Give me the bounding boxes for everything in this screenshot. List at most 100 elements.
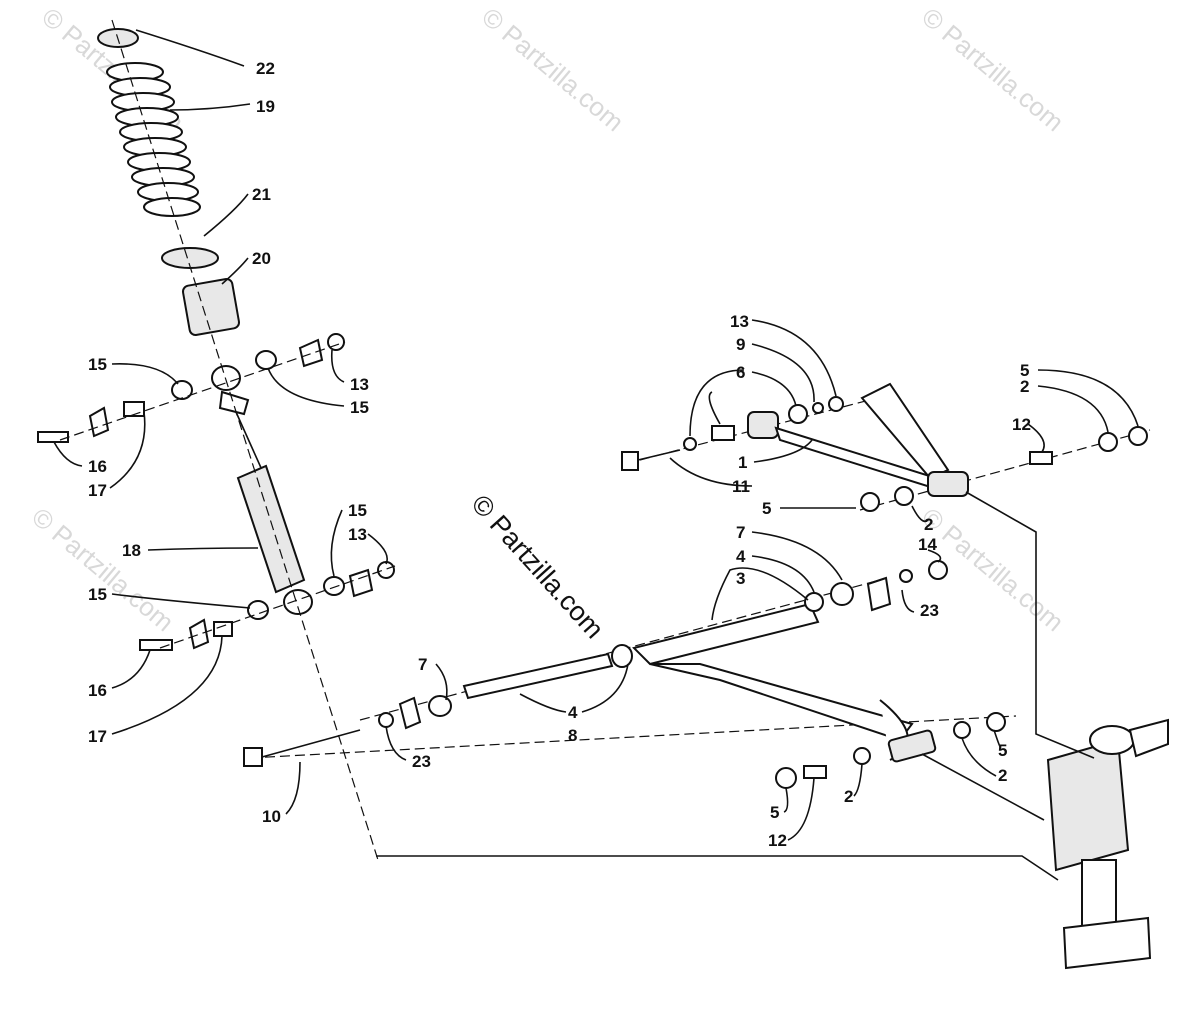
callout-2-a: 2 — [1020, 377, 1029, 396]
callout-2-c: 2 — [998, 766, 1007, 785]
a-arm-front-pivot — [747, 411, 779, 439]
callout-21: 21 — [252, 185, 271, 204]
spindle-base — [1062, 916, 1152, 970]
nut-part-13-lower — [377, 561, 395, 579]
watermark-center: © Partzilla.com — [466, 489, 610, 644]
callout-15-c: 15 — [348, 501, 367, 520]
callout-23-b: 23 — [920, 601, 939, 620]
assembly-line-shock-spindle — [376, 855, 1059, 881]
bolt-part-16-upper — [37, 431, 69, 443]
background-watermarks: © Partzilla.com © Partzilla.com © Partzi… — [26, 2, 1069, 638]
a-arm-front-tube — [632, 602, 820, 666]
coil-spring-part-19 — [106, 62, 201, 217]
callout-2-b: 2 — [924, 515, 933, 534]
bushing-part-5-lower — [775, 767, 797, 789]
callout-15-d: 15 — [88, 585, 107, 604]
bracket-upper-left — [88, 406, 110, 438]
bushing-part-6-right — [788, 404, 808, 424]
spindle-body — [1046, 738, 1130, 872]
spindle-assembly — [1046, 718, 1169, 970]
spindle-top-ball — [1089, 725, 1135, 755]
sleeve-part-12-upper — [1029, 451, 1053, 465]
assembly-line-upper-spindle — [965, 491, 1095, 759]
bolt-part-10-head — [243, 747, 263, 767]
bracket-part-23-right — [866, 576, 892, 612]
callout-14: 14 — [918, 535, 937, 554]
callout-5-b: 5 — [762, 499, 771, 518]
bolt-part-11-shaft — [637, 449, 681, 461]
bracket-lower-left — [188, 618, 210, 650]
lower-bolt-axis — [159, 565, 396, 649]
callout-labels: 22 19 21 20 15 13 15 16 17 18 15 13 15 1… — [88, 59, 1031, 850]
callout-18: 18 — [122, 541, 141, 560]
bushing-part-2-lower — [853, 747, 871, 765]
nut-part-13-right — [828, 396, 844, 412]
nut-part-14 — [928, 560, 948, 580]
bracket-upper-right — [298, 338, 324, 368]
washer-part-23-left — [378, 712, 394, 728]
shock-body-part-18 — [236, 464, 306, 594]
callout-15-b: 15 — [350, 398, 369, 417]
callout-8: 8 — [568, 726, 577, 745]
callout-13-a: 13 — [350, 375, 369, 394]
bushing-part-2-right — [953, 721, 971, 739]
bushing-part-5-upper — [1128, 426, 1148, 446]
callout-12-a: 12 — [1012, 415, 1031, 434]
bolt-part-16-lower — [139, 639, 173, 651]
callout-2-d: 2 — [844, 787, 853, 806]
washer-part-9-right — [812, 402, 824, 414]
shock-upper-eye — [211, 365, 241, 391]
callout-9: 9 — [736, 335, 745, 354]
shock-assembly — [37, 19, 396, 861]
callout-20: 20 — [252, 249, 271, 268]
bushing-part-4-right — [804, 592, 824, 612]
callout-7-b: 7 — [736, 523, 745, 542]
callout-4-b: 4 — [736, 547, 746, 566]
callout-7-a: 7 — [418, 655, 427, 674]
leader-lines — [53, 29, 1139, 841]
upper-arm-tube-2 — [860, 382, 950, 480]
shock-axis-line — [111, 19, 379, 861]
assembly-line-lower-spindle — [921, 753, 1045, 821]
shock-lower-eye — [283, 589, 313, 615]
spacer-part-17-lower — [213, 621, 233, 637]
spindle-arm — [1128, 718, 1169, 758]
lower-a-arm-assembly — [243, 560, 1017, 789]
callout-19: 19 — [256, 97, 275, 116]
bushing-part-2-upper — [1098, 432, 1118, 452]
upper-a-arm-assembly — [621, 382, 1151, 512]
bolt-part-10-shaft — [261, 729, 361, 758]
spindle-shaft — [1081, 859, 1117, 931]
bushing-part-7-left — [428, 695, 452, 717]
washer-part-9-left — [683, 437, 697, 451]
adjuster-sleeve-part-20 — [181, 277, 241, 337]
callout-5-d: 5 — [770, 803, 779, 822]
watermark-top-right: © Partzilla.com — [916, 2, 1069, 138]
callout-17-a: 17 — [88, 481, 107, 500]
bushing-part-4-left — [611, 644, 633, 668]
bracket-part-23-left — [398, 696, 422, 730]
callout-15-a: 15 — [88, 355, 107, 374]
spacer-part-6 — [711, 425, 735, 441]
callout-11: 11 — [732, 477, 750, 496]
spacer-part-17-upper — [123, 401, 145, 417]
bushing-part-7-right — [830, 582, 854, 606]
callout-5-a: 5 — [1020, 361, 1029, 380]
bushing-part-2-mid — [894, 486, 914, 506]
pivot-tube-part-8 — [462, 652, 614, 700]
bushing-part-5-right — [986, 712, 1006, 732]
callout-16-a: 16 — [88, 457, 107, 476]
callout-3: 3 — [736, 569, 745, 588]
washer-part-23-right — [899, 569, 913, 583]
callout-5-c: 5 — [998, 741, 1007, 760]
callout-16-b: 16 — [88, 681, 107, 700]
watermark-top-center: © Partzilla.com — [476, 2, 629, 138]
callout-1: 1 — [738, 453, 747, 472]
bushing-part-15-lower-right — [323, 576, 345, 596]
assembly-lines — [376, 491, 1095, 881]
shock-rod — [235, 411, 263, 471]
upper-bolt-axis — [59, 341, 346, 441]
bushing-part-5-mid — [860, 492, 880, 512]
